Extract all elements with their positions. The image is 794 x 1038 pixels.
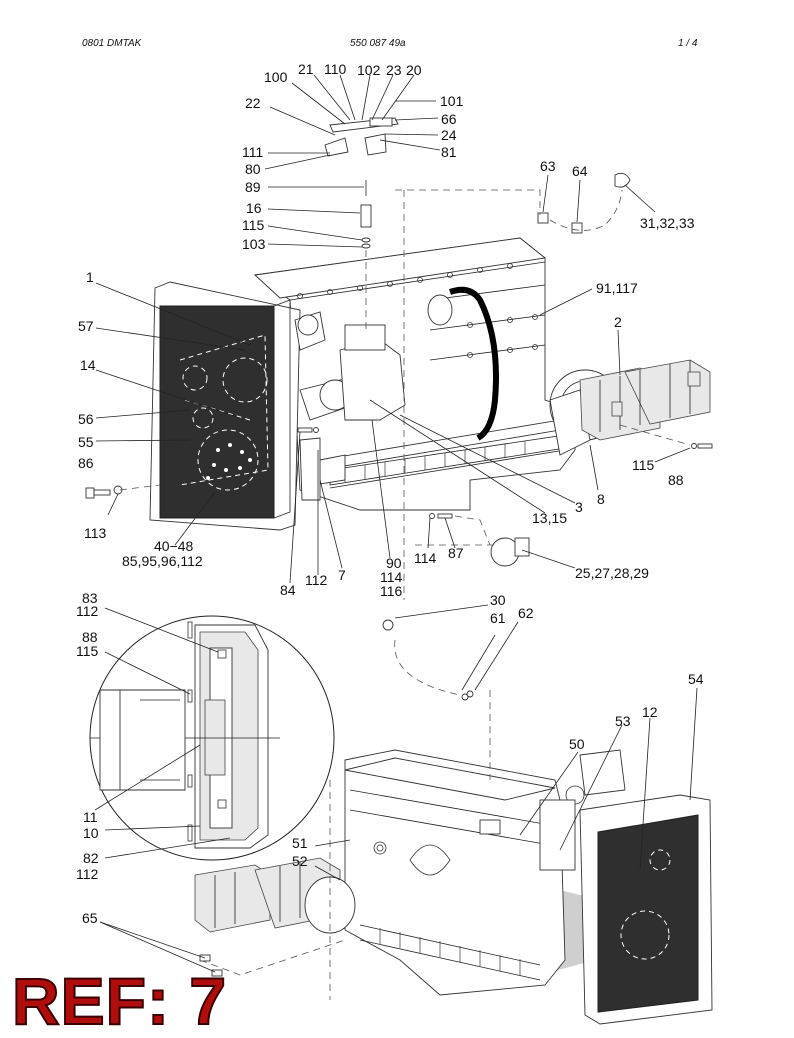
callout-86: 86 xyxy=(78,455,94,471)
callout-83: 83 xyxy=(82,590,98,606)
header-part-number: 550 087 49a xyxy=(350,38,406,49)
callout-40-48: 40−48 xyxy=(154,538,194,554)
hydraulic-pump-lower xyxy=(194,857,356,934)
callout-114b: 114 xyxy=(414,550,437,566)
callout-23: 23 xyxy=(386,62,402,78)
callout-25-27-28-29: 25,27,28,29 xyxy=(575,565,649,581)
callout-115c: 115 xyxy=(76,643,99,659)
callout-62: 62 xyxy=(518,605,534,621)
callout-8: 8 xyxy=(597,491,605,507)
dashed-routing-upper xyxy=(119,189,691,600)
header-page-number: 1 / 4 xyxy=(678,38,698,49)
callout-112c: 112 xyxy=(76,866,99,882)
bolt-88 xyxy=(691,443,713,449)
callout-30: 30 xyxy=(490,592,506,608)
starter-motor xyxy=(490,537,530,567)
callout-64: 64 xyxy=(572,163,588,179)
callout-21: 21 xyxy=(298,61,314,77)
radiator-lower xyxy=(579,794,713,1025)
callout-103: 103 xyxy=(242,236,266,252)
callout-53: 53 xyxy=(615,713,631,729)
callout-3: 3 xyxy=(575,499,583,515)
callout-labels: 100 21 110 102 23 20 101 22 66 24 111 81… xyxy=(76,61,704,926)
callout-51: 51 xyxy=(292,835,308,851)
engine-block-lower xyxy=(344,749,626,996)
radiator-core-lower xyxy=(597,814,699,1013)
callout-116: 116 xyxy=(380,583,403,599)
callout-89: 89 xyxy=(245,179,261,195)
callout-63: 63 xyxy=(540,158,556,174)
callout-11: 11 xyxy=(83,809,98,825)
hydraulic-pump xyxy=(579,359,711,441)
header-model: 0801 DMTAK xyxy=(82,38,142,49)
callout-88b: 88 xyxy=(82,629,98,645)
detail-view-circle xyxy=(89,615,335,861)
callout-52: 52 xyxy=(292,853,308,869)
top-bracket-assembly xyxy=(324,117,399,249)
callout-20: 20 xyxy=(406,62,422,78)
callout-55: 55 xyxy=(78,434,94,450)
callout-10: 10 xyxy=(83,825,99,841)
callout-115b: 115 xyxy=(632,457,655,473)
engine-block-upper xyxy=(253,237,576,511)
callout-57: 57 xyxy=(78,318,94,334)
callout-80: 80 xyxy=(245,161,261,177)
callout-112a: 112 xyxy=(305,572,328,588)
callout-13-15: 13,15 xyxy=(532,510,567,526)
callout-65: 65 xyxy=(82,910,98,926)
callout-111: 111 xyxy=(242,144,263,160)
callout-61: 61 xyxy=(490,610,506,626)
bolt-84 xyxy=(297,427,319,433)
callout-56: 56 xyxy=(78,411,94,427)
callout-24: 24 xyxy=(441,127,457,143)
fittings-63-64 xyxy=(537,172,631,234)
black-hose xyxy=(449,286,499,441)
callout-112b: 112 xyxy=(76,603,99,619)
callout-12: 12 xyxy=(642,704,658,720)
callout-110: 110 xyxy=(324,61,347,77)
callout-101: 101 xyxy=(440,93,464,109)
callout-7: 7 xyxy=(338,567,346,583)
callout-84: 84 xyxy=(280,582,296,598)
callout-102: 102 xyxy=(357,62,381,78)
callout-100: 100 xyxy=(264,69,288,85)
callout-2: 2 xyxy=(614,314,622,330)
callout-87: 87 xyxy=(448,545,464,561)
fan-drive-bracket xyxy=(294,311,406,501)
radiator-core-upper xyxy=(159,305,275,519)
callout-31-32-33: 31,32,33 xyxy=(640,215,695,231)
callout-22: 22 xyxy=(245,95,261,111)
callout-54: 54 xyxy=(688,671,704,687)
dashed-routing-lower xyxy=(199,639,491,1000)
ref-badge: REF: 7 xyxy=(11,964,228,1038)
leader-lines xyxy=(94,74,698,973)
callout-16: 16 xyxy=(246,200,262,216)
callout-82: 82 xyxy=(83,850,99,866)
callout-14: 14 xyxy=(80,357,96,373)
callout-90: 90 xyxy=(386,555,402,571)
callout-50: 50 xyxy=(569,736,585,752)
callout-85-95-96-112: 85,95,96,112 xyxy=(122,553,203,569)
callout-88a: 88 xyxy=(668,472,684,488)
callout-66: 66 xyxy=(441,111,457,127)
callout-114a: 114 xyxy=(380,569,403,585)
callout-113: 113 xyxy=(84,525,107,541)
callout-1: 1 xyxy=(86,269,94,285)
callout-81: 81 xyxy=(441,144,457,160)
radiator-upper xyxy=(149,281,301,531)
callout-115a: 115 xyxy=(242,217,265,233)
bolt-87 xyxy=(429,513,453,519)
callout-91-117: 91,117 xyxy=(596,280,638,296)
